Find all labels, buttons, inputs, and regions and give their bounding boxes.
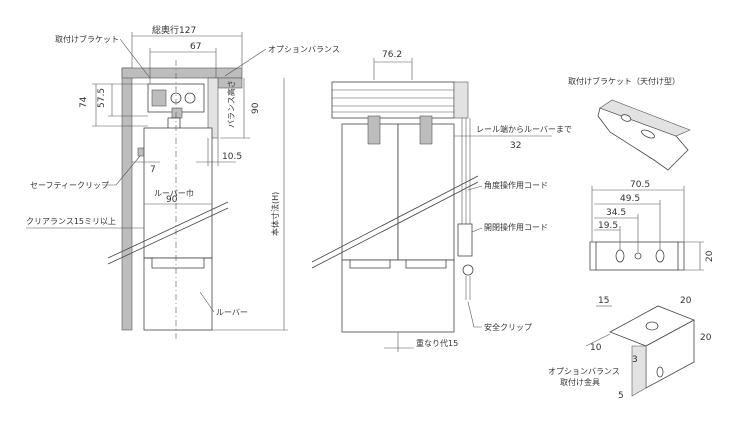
label-valance-hardware-2: 取付け金具 — [560, 377, 600, 387]
hardware-tab — [631, 345, 647, 397]
dim-20-a: 20 — [680, 296, 692, 306]
label-bracket: 取付けブラケット — [55, 34, 119, 44]
label-open-cord: 開閉操作用コード — [484, 222, 548, 232]
ceiling-bracket-view: 取付けブラケット（天付け型） — [568, 76, 691, 171]
dim-20-right: 20 — [705, 250, 715, 262]
side-section-view: 総奥行127 67 取付けブラケット オプションバランス 74 57.5 バラン… — [26, 24, 340, 340]
dim-10: 10 — [590, 343, 602, 353]
dim-57-5: 57.5 — [97, 88, 107, 108]
dim-90-horizontal: 90 — [166, 195, 178, 205]
safety-clip-ring — [462, 264, 474, 276]
label-ceiling-bracket: 取付けブラケット（天付け型） — [568, 76, 680, 86]
louver-lower — [143, 257, 213, 331]
louver-bottom — [341, 259, 455, 333]
label-louver: ルーバー — [216, 308, 248, 317]
label-valance-hardware-1: オプションバランス — [548, 367, 620, 376]
label-safety-clip: 安全クリップ — [484, 322, 532, 332]
headrail-end-cap — [453, 81, 469, 119]
bracket-body — [597, 107, 689, 171]
louver-left — [341, 123, 399, 261]
dim-70-5: 70.5 — [630, 180, 650, 190]
label-angle-cord: 角度操作用コード — [484, 180, 548, 190]
dim-19-5: 19.5 — [598, 221, 618, 231]
break-line — [107, 207, 229, 265]
gear — [184, 92, 196, 104]
label-valance-height: バランス高さ — [226, 80, 236, 128]
bracket-block — [151, 89, 167, 107]
dim-74: 74 — [79, 96, 89, 108]
dim-15: 15 — [598, 296, 609, 306]
dim-7: 7 — [150, 165, 156, 175]
ceiling-frame — [121, 67, 243, 79]
label-clearance: クリアランス15ミリ以上 — [26, 217, 116, 226]
label-option-valance: オプションバランス — [268, 45, 340, 54]
option-valance-panel — [207, 77, 219, 139]
break-line — [107, 201, 229, 259]
bracket-dimension-view: 70.5 49.5 34.5 19.5 20 — [589, 180, 715, 271]
valance-hardware-view: 15 20 20 10 3 5 オプションバランス 取付け金具 — [548, 296, 712, 401]
front-headrail — [331, 81, 455, 119]
dim-10-5: 10.5 — [222, 152, 242, 162]
cord-weight — [457, 223, 473, 257]
dim-90-vertical: 90 — [251, 102, 261, 114]
dim-76-2: 76.2 — [382, 50, 402, 60]
dim-depth-127: 総奥行127 — [152, 24, 196, 36]
dim-32: 32 — [510, 141, 521, 151]
label-overlap: 重なり代15 — [416, 338, 458, 348]
dim-67: 67 — [190, 42, 201, 52]
louver-weight — [144, 257, 212, 269]
label-safety-clip-left: セーフティークリップ — [30, 181, 109, 190]
dim-5: 5 — [618, 391, 624, 401]
hanger-clip — [419, 115, 433, 145]
dim-34-5: 34.5 — [606, 208, 626, 218]
louver-right — [397, 123, 455, 261]
dim-20-b: 20 — [700, 333, 712, 343]
label-rail-end: レール端からルーバーまで — [476, 124, 572, 134]
dim-49-5: 49.5 — [620, 194, 640, 204]
dim-3: 3 — [632, 355, 638, 365]
wall — [121, 67, 133, 331]
hanger-clip — [367, 115, 381, 145]
label-louver-width: ルーバー巾 — [154, 188, 194, 198]
front-view: 76.2 レール端からルーバーまで 32 角度操作用コード 開閉操作用コード 安… — [311, 50, 572, 352]
carrier — [171, 107, 183, 119]
label-body-height: 本体寸法(H) — [270, 192, 280, 236]
